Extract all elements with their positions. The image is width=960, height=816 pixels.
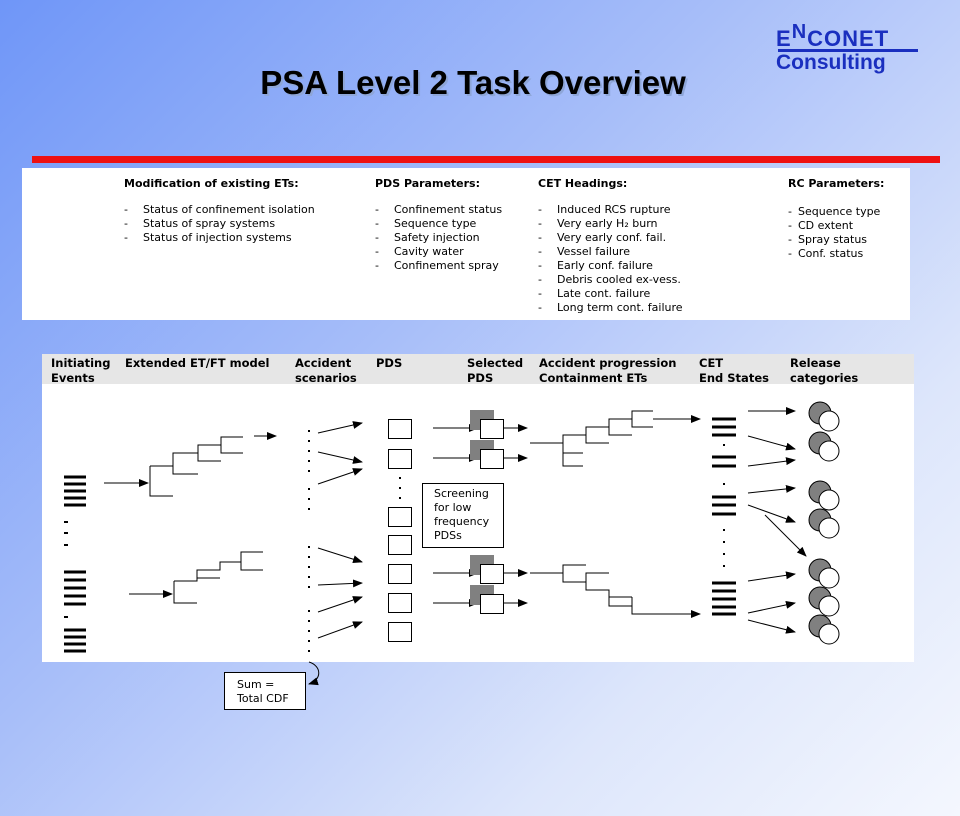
- pds-box: [388, 564, 412, 584]
- accident-scenario-dots: [308, 430, 310, 652]
- logo-consulting: Consulting: [776, 51, 886, 74]
- containment-tree-lower: [530, 564, 653, 615]
- enconet-logo: ENCONET Consulting: [776, 21, 926, 78]
- screening-callout: Screening for low frequency PDSs: [422, 483, 504, 548]
- initiating-events-middle: [64, 570, 86, 606]
- column-header-band: [42, 354, 914, 384]
- cet-end-states: [712, 417, 736, 616]
- modification-column: Modification of existing ETs: -Status of…: [124, 177, 315, 245]
- list-item: -Confinement status: [375, 203, 503, 216]
- list-item: -Debris cooled ex-vess.: [538, 273, 681, 286]
- rc-column: RC Parameters: -Sequence type -CD extent…: [788, 177, 884, 261]
- col-extended-model: Extended ET/FT model: [125, 356, 270, 370]
- release-arrows: [747, 407, 807, 634]
- list-item: -Sequence type: [788, 205, 881, 218]
- list-item: -Safety injection: [375, 231, 480, 244]
- list-item: -Induced RCS rupture: [538, 203, 671, 216]
- logo-underline: [778, 49, 918, 52]
- initiating-events-bottom: [64, 628, 86, 653]
- selected-pds-box: [480, 419, 504, 439]
- list-item: -Status of injection systems: [124, 231, 292, 244]
- list-item: -Long term cont. failure: [538, 301, 683, 314]
- cet-heading: CET Headings:: [538, 177, 628, 190]
- list-item: -Conf. status: [788, 247, 864, 260]
- page-title: PSA Level 2 Task Overview: [260, 64, 686, 101]
- list-item: -Early conf. failure: [538, 259, 653, 272]
- list-item: -Sequence type: [375, 217, 477, 230]
- sum-callout: Sum = Total CDF: [224, 672, 306, 710]
- list-item: -Cavity water: [375, 245, 464, 258]
- pds-box: [388, 449, 412, 469]
- pds-dots: [399, 477, 401, 499]
- cet-dots: [723, 444, 725, 567]
- list-item: -Status of confinement isolation: [124, 203, 315, 216]
- event-tree-upper: [149, 436, 243, 497]
- initiating-events-top: [64, 475, 86, 507]
- list-item: -Late cont. failure: [538, 287, 651, 300]
- list-item: -Very early H₂ burn: [538, 217, 658, 230]
- list-item: -Status of spray systems: [124, 217, 276, 230]
- rc-heading: RC Parameters:: [788, 177, 885, 190]
- list-item: -Confinement spray: [375, 259, 499, 272]
- selected-pds-box: [480, 564, 504, 584]
- initiating-events-dots: [64, 521, 68, 546]
- cet-column: CET Headings: -Induced RCS rupture -Very…: [538, 177, 683, 315]
- pds-box: [388, 593, 412, 613]
- list-item: -Spray status: [788, 233, 868, 246]
- release-category-circles: [808, 401, 840, 645]
- modification-heading: Modification of existing ETs:: [124, 177, 299, 190]
- selected-pds-box: [480, 449, 504, 469]
- event-tree-lower: [173, 551, 263, 604]
- list-item: -CD extent: [788, 219, 854, 232]
- pds-box: [388, 419, 412, 439]
- logo-wordmark: ENCONET: [776, 21, 890, 51]
- pds-box: [388, 622, 412, 642]
- title-divider: [32, 156, 940, 163]
- containment-tree-upper: [530, 410, 653, 467]
- list-item: -Very early conf. fail.: [538, 231, 667, 244]
- scenario-arrows: [317, 421, 363, 639]
- pds-box: [388, 507, 412, 527]
- sum-connector: [308, 661, 320, 686]
- selected-pds-box: [480, 594, 504, 614]
- col-pds: PDS: [376, 356, 403, 370]
- pds-box: [388, 535, 412, 555]
- list-item: -Vessel failure: [538, 245, 630, 258]
- pds-column: PDS Parameters: -Confinement status -Seq…: [375, 177, 502, 273]
- parameters-panel: [22, 168, 910, 320]
- pds-heading: PDS Parameters:: [375, 177, 480, 190]
